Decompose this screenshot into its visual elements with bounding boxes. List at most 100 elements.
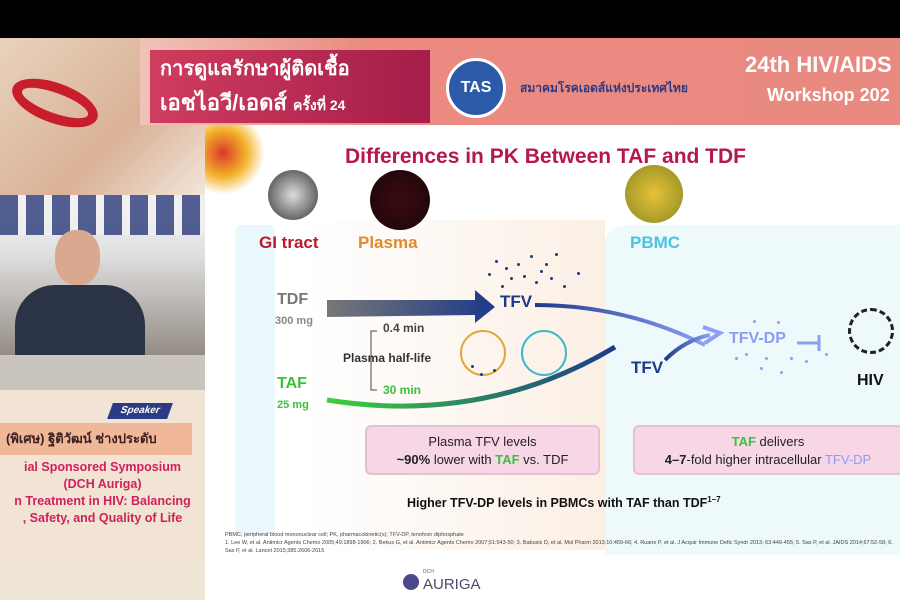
thai-title-line1: การดูแลรักษาผู้ติดเชื้อ — [160, 58, 350, 80]
plasma-image — [370, 170, 430, 230]
podium — [0, 355, 205, 390]
footnotes: PBMC, peripheral blood mononuclear cell;… — [225, 531, 895, 555]
taf-dose: 25 mg — [277, 399, 309, 411]
conclusion: Higher TFV-DP levels in PBMCs with TAF t… — [407, 495, 721, 510]
molecule-dot — [790, 357, 793, 360]
workshop-logo: 24th HIV/AIDS Workshop 202 — [745, 50, 892, 110]
speaker-video — [0, 195, 205, 390]
lower-third — [0, 390, 205, 560]
inhibit-symbol — [797, 335, 821, 351]
molecule-dot — [505, 267, 508, 270]
half-life-tdf: 0.4 min — [383, 321, 425, 335]
molecule-dot — [825, 353, 828, 356]
session-line: (DCH Auriga) — [63, 477, 142, 491]
tdf-dose: 300 mg — [275, 315, 313, 327]
half-life-bracket — [370, 330, 377, 391]
callout-tfvdp: TFV-DP — [824, 452, 872, 467]
red-ribbon-icon — [5, 68, 105, 138]
molecule-dot — [530, 255, 533, 258]
callout-fold: 4–7 — [664, 452, 687, 467]
molecule-dot — [471, 365, 474, 368]
taf-arrow — [326, 344, 617, 409]
molecule-dot — [550, 277, 553, 280]
session-line: n Treatment in HIV: Balancing — [14, 494, 191, 508]
conclusion-text: Higher TFV-DP levels in PBMCs with TAF t… — [407, 496, 708, 511]
session-title: ial Sponsored Symposium (DCH Auriga) n T… — [0, 459, 205, 527]
slide-title: Differences in PK Between TAF and TDF — [345, 145, 746, 168]
gi-tract-label: GI tract — [259, 233, 319, 252]
molecule-dot — [545, 263, 548, 266]
tdf-label: TDF — [277, 291, 309, 308]
callout-taf: TAF — [731, 434, 756, 449]
half-life-label: Plasma half-life — [343, 351, 432, 365]
workshop-line2: Workshop 202 — [767, 85, 890, 105]
callout-pct: ~90% — [396, 452, 431, 467]
thai-title-line2: เอชไอวี/เอดส์ — [160, 90, 287, 115]
tfv-to-pbmc-arrow — [534, 303, 706, 347]
pbmc-zone — [605, 225, 900, 555]
molecule-dot — [555, 253, 558, 256]
tfv-cell-arrow — [663, 333, 711, 362]
auriga-logo-icon — [403, 573, 419, 590]
molecule-dot — [735, 357, 738, 360]
callout-text: lower with — [430, 452, 496, 467]
tfv-dp-label: TFV-DP — [729, 330, 786, 347]
plasma-zone — [305, 220, 605, 550]
tfv-plasma-label: TFV — [500, 292, 533, 311]
molecule-dot — [577, 272, 580, 275]
world-map-decoration — [205, 125, 265, 195]
workshop-line1: 24th HIV/AIDS — [745, 52, 892, 77]
molecule-dot — [765, 357, 768, 360]
molecule-dot — [745, 353, 748, 356]
thai-title-suffix: ครั้งที่ 24 — [292, 97, 346, 113]
molecule-dot — [777, 321, 780, 324]
speaker-tag: Speaker — [107, 403, 173, 419]
molecule-dot — [753, 320, 756, 323]
callout-text: vs. TDF — [519, 452, 569, 467]
molecule-dot — [760, 367, 763, 370]
callout-taf: TAF — [495, 452, 520, 467]
pbmc-image — [625, 165, 683, 223]
tfv-cell-label: TFV — [631, 358, 664, 377]
society-name: สมาคมโรคเอดส์แห่งประเทศไทย — [520, 81, 688, 95]
flow-arrows — [326, 290, 821, 409]
molecule-dot — [510, 277, 513, 280]
callout-text: delivers — [755, 434, 805, 449]
molecule-dot — [488, 273, 491, 276]
molecule-dot — [540, 270, 543, 273]
half-life-taf: 30 min — [383, 383, 422, 397]
sponsor-name: AURIGA — [423, 576, 481, 593]
molecule-dot — [480, 373, 483, 376]
molecule-dot — [780, 371, 783, 374]
tfv-dp-arrowhead — [702, 325, 725, 345]
molecule-dot — [501, 285, 504, 288]
pbmc-label: PBMC — [630, 233, 681, 252]
intracellular-callout: TAF delivers 4–7-fold higher intracellul… — [633, 425, 900, 475]
callout-line: Plasma TFV levels — [428, 434, 537, 449]
gi-tract-image — [268, 170, 318, 220]
footnote-abbrev: PBMC, peripheral blood mononuclear cell;… — [225, 532, 464, 538]
molecule-dot — [493, 369, 496, 372]
session-line: , Safety, and Quality of Life — [22, 511, 183, 525]
plasma-tfv-callout: Plasma TFV levels ~90% lower with TAF vs… — [365, 425, 600, 475]
molecule-dot — [563, 285, 566, 288]
bone-icon — [460, 330, 506, 376]
callout-text: -fold higher intracellular — [686, 452, 825, 467]
conclusion-sup: 1–7 — [707, 495, 721, 504]
molecule-dot — [535, 281, 538, 284]
speaker-head — [55, 230, 100, 285]
sponsor-small: DCH — [423, 569, 434, 575]
session-line: ial Sponsored Symposium — [24, 460, 181, 474]
backdrop-sign — [0, 195, 205, 235]
presentation-slide: Differences in PK Between TAF and TDF GI… — [205, 125, 900, 600]
kidney-icon — [521, 330, 567, 376]
event-thai-title: การดูแลรักษาผู้ติดเชื้อ เอชไอวี/เอดส์ คร… — [150, 50, 430, 123]
tdf-arrow — [327, 290, 495, 323]
hiv-virus-icon — [848, 308, 894, 354]
taf-label: TAF — [277, 375, 307, 392]
gi-zone — [235, 225, 275, 535]
molecule-dot — [805, 360, 808, 363]
tas-logo: TAS — [446, 58, 506, 118]
hiv-label: HIV — [857, 372, 884, 389]
